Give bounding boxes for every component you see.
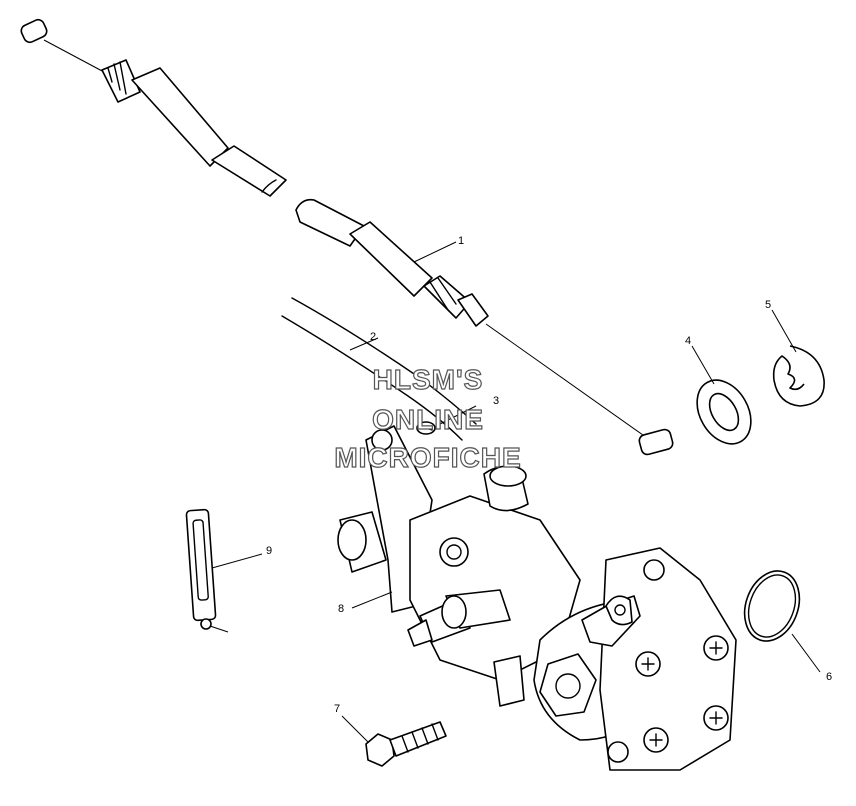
- callout-3: 3: [493, 395, 499, 407]
- leader-lines: [211, 241, 821, 743]
- callout-2: 2: [370, 331, 376, 343]
- watermark-line-2: ONLINE: [372, 403, 484, 435]
- callout-9: 9: [266, 545, 272, 557]
- callout-1: 1: [458, 235, 464, 247]
- callout-6: 6: [826, 671, 832, 683]
- part-1-cable-lower: [295, 198, 674, 456]
- callout-labels: 1 2 3 4 5 6 7 8 9: [266, 235, 832, 715]
- callout-7: 7: [334, 703, 340, 715]
- callout-8: 8: [338, 603, 344, 615]
- part-3-fitting: [416, 421, 436, 435]
- callout-4: 4: [685, 335, 691, 347]
- oil-pump-assembly: [337, 425, 737, 771]
- part-1-cable-upper: [20, 18, 287, 197]
- part-5-clip: [772, 345, 825, 407]
- watermark-line-3: MICROFICHE: [334, 441, 522, 473]
- part-2-cable: [281, 297, 477, 441]
- part-6-o-ring: [743, 570, 801, 642]
- part-7-bolt: [365, 721, 447, 767]
- part-9-gauge: [185, 508, 229, 633]
- watermark-line-1: HLSM'S: [372, 363, 484, 395]
- part-4-washer: [696, 379, 752, 445]
- callout-5: 5: [765, 299, 771, 311]
